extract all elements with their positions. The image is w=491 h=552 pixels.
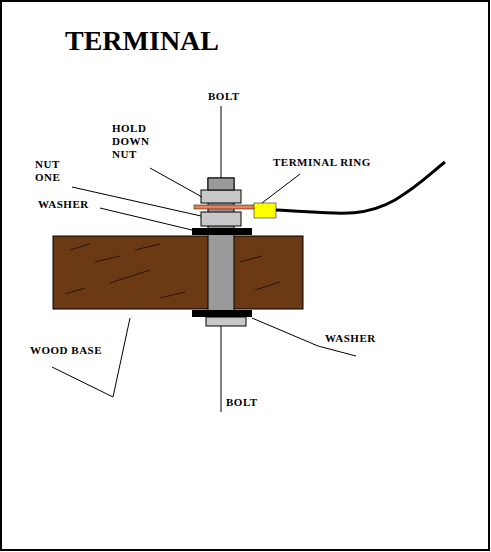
part-label: WASHER (38, 198, 89, 211)
leader-lines (52, 106, 356, 412)
part-label: WASHER (325, 332, 376, 345)
grain-stroke (240, 256, 262, 262)
grain-stroke (110, 270, 150, 283)
grain-stroke (135, 244, 160, 250)
part-label: BOLT (208, 90, 240, 103)
leader-line (72, 187, 201, 216)
grain-stroke (70, 244, 90, 250)
leader-line (262, 174, 300, 203)
wood-grain (65, 244, 280, 298)
wire (276, 162, 445, 213)
terminal-ring (194, 205, 256, 209)
part-label: BOLT (226, 396, 258, 409)
part-label: TERMINAL RING (273, 156, 371, 169)
bolt-head (206, 317, 246, 326)
leader-line (221, 106, 222, 178)
grain-stroke (160, 292, 185, 298)
bolt-end (208, 178, 234, 190)
leader-line (221, 326, 222, 412)
washer (192, 310, 252, 317)
leader-line (150, 168, 202, 197)
leader-line (52, 318, 130, 397)
part-label: HOLD DOWN NUT (112, 122, 156, 161)
nut-one (201, 212, 241, 226)
leader-line (100, 208, 192, 230)
grain-stroke (65, 288, 85, 294)
terminal-lug (254, 203, 276, 218)
part-label: WOOD BASE (30, 344, 102, 357)
diagram-title: TERMINAL (65, 26, 219, 56)
grain-stroke (95, 256, 120, 262)
part-label: NUT ONE (35, 158, 71, 184)
grain-stroke (255, 282, 280, 290)
washer (192, 228, 252, 235)
wood-base (53, 236, 303, 309)
hold-down-nut (201, 190, 241, 203)
